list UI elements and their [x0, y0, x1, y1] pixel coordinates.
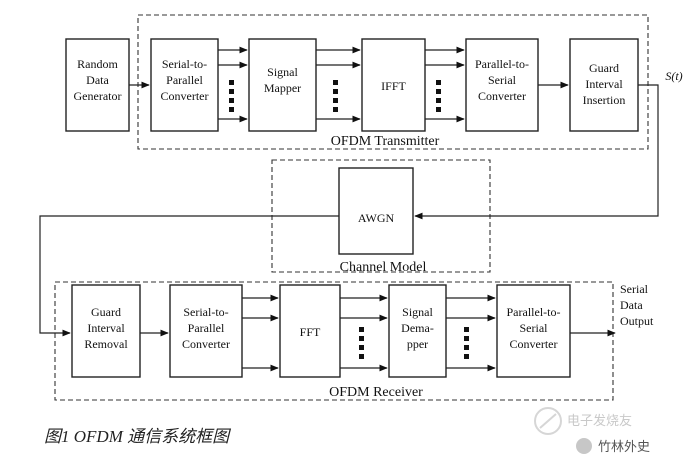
ifft-block: IFFT — [361, 38, 426, 132]
parallel-arrows-demapper-to-p2s — [446, 294, 496, 372]
arrow-awgn-to-receiver — [39, 215, 339, 337]
parallel-arrows-ifft-to-p2s — [425, 46, 465, 123]
watermark: 电子发烧友 竹林外史 — [534, 407, 650, 455]
watermark-text: 电子发烧友 — [567, 413, 632, 429]
parallel-arrows-s2p-to-mapper — [218, 46, 248, 123]
arrow-transmitter-to-awgn — [414, 84, 659, 220]
channel-label: Channel Model — [340, 260, 427, 275]
parallel-arrows-mapper-to-ifft — [316, 46, 361, 123]
receiver-frame — [54, 281, 614, 401]
awgn-block: AWGN — [338, 167, 414, 255]
svg-text:AWGN: AWGN — [358, 211, 395, 225]
transmitter-label: OFDM Transmitter — [331, 134, 440, 149]
watermark-logo-icon — [534, 407, 562, 435]
fft-block: FFT — [279, 284, 341, 378]
figure-caption: 图1 OFDM 通信系统框图 — [44, 427, 231, 446]
svg-text:IFFT: IFFT — [381, 79, 406, 93]
receiver-label: OFDM Receiver — [329, 385, 423, 400]
watermark-author: 竹林外史 — [598, 440, 650, 455]
svg-text:FFT: FFT — [300, 325, 321, 339]
signal-label: S(t) — [665, 69, 682, 83]
wechat-icon — [576, 438, 592, 454]
parallel-arrows-fft-to-demapper — [340, 294, 388, 372]
parallel-arrows-s2p-to-fft — [242, 294, 279, 372]
transmitter-frame — [137, 14, 649, 150]
